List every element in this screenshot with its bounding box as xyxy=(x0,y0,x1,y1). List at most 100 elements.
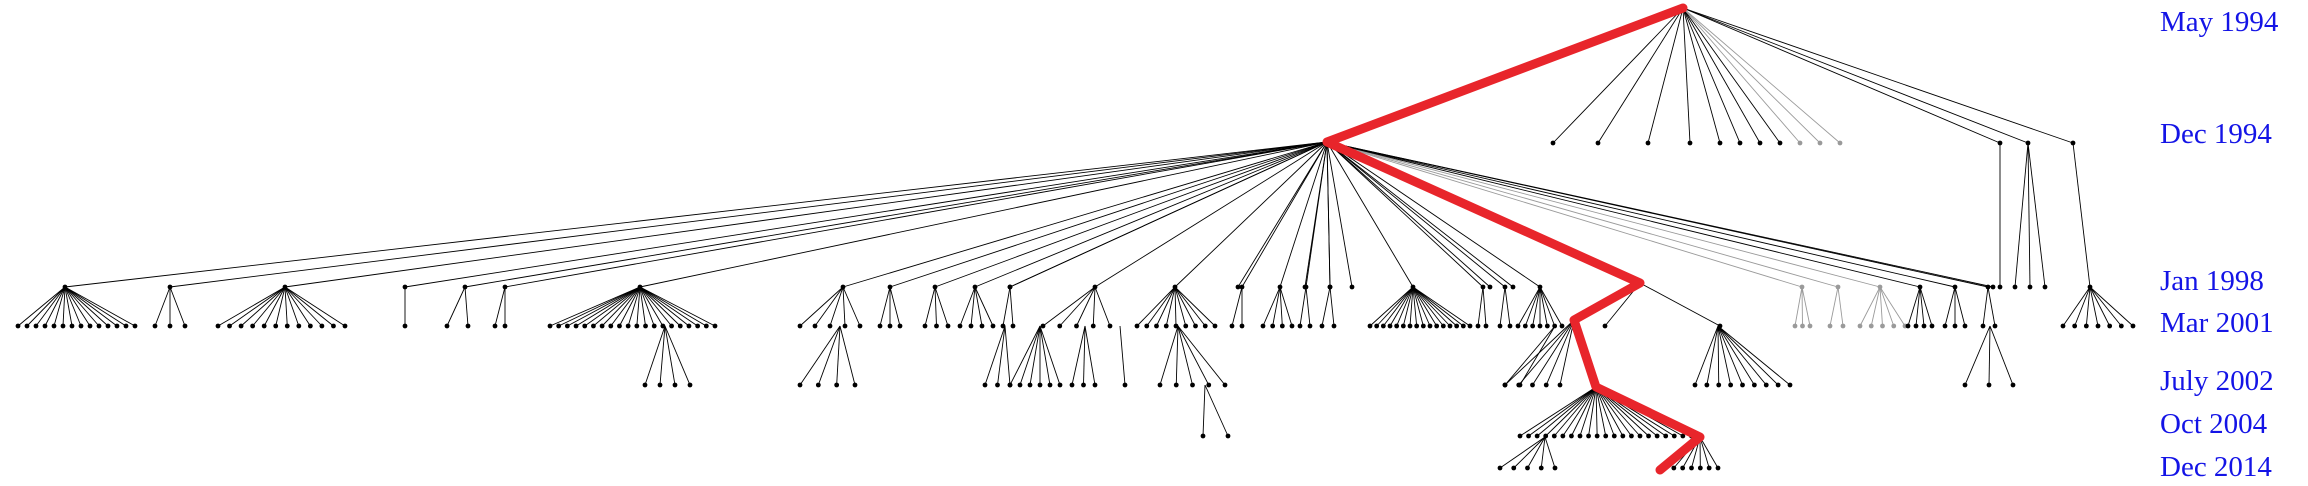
tree-node-174 xyxy=(1800,323,1805,329)
tree-edge-283 xyxy=(1513,436,1546,469)
tree-node-43 xyxy=(167,284,173,290)
tree-edge-188 xyxy=(1919,286,1933,327)
tree-edge-216 xyxy=(1019,325,1041,386)
tree-edge-236 xyxy=(1717,325,1743,386)
tree-edge-162 xyxy=(1504,286,1511,327)
tree-node-247 xyxy=(1602,323,1608,329)
tree-node-255 xyxy=(1526,433,1531,439)
tree-node-80 xyxy=(643,323,648,329)
tree-edge-119 xyxy=(1156,286,1176,327)
tree-node-186 xyxy=(1905,323,1911,329)
tree-edge-237 xyxy=(1717,325,1755,386)
tree-node-209 xyxy=(797,382,803,388)
tree-node-239 xyxy=(1763,382,1769,388)
tree-edge-178 xyxy=(1326,141,1881,288)
tree-edge-118 xyxy=(1146,286,1176,327)
tree-node-37 xyxy=(87,323,93,329)
tree-node-61 xyxy=(402,323,408,329)
tree-node-191 xyxy=(1942,323,1948,329)
tree-edge-198 xyxy=(1304,141,1328,288)
tree-node-58 xyxy=(331,323,336,329)
tree-edge-7 xyxy=(1682,7,1761,144)
tree-node-204 xyxy=(1990,284,1996,290)
tree-edge-245 xyxy=(1204,384,1229,437)
tree-edge-114 xyxy=(1092,286,1096,327)
tree-edge-101 xyxy=(934,286,949,327)
tree-node-94 xyxy=(857,323,863,329)
tree-edge-68 xyxy=(549,286,641,327)
tree-node-279 xyxy=(1689,465,1694,471)
tree-node-124 xyxy=(1193,323,1198,329)
tree-node-272 xyxy=(1671,433,1677,439)
tree-node-287 xyxy=(1552,465,1558,471)
tree-node-249 xyxy=(1502,382,1508,388)
tree-node-153 xyxy=(1440,323,1446,329)
tree-node-238 xyxy=(1751,382,1757,388)
tree-node-21 xyxy=(2060,323,2066,329)
tree-node-172 xyxy=(1799,284,1805,290)
tree-edge-190 xyxy=(1944,286,1956,327)
tree-edge-253 xyxy=(1519,386,1597,437)
tree-edge-79 xyxy=(639,286,646,327)
tree-edge-16 xyxy=(2014,142,2029,288)
tree-node-19 xyxy=(2042,284,2048,290)
tree-node-199 xyxy=(1302,284,1308,290)
tree-node-33 xyxy=(51,323,57,329)
tree-edge-173 xyxy=(1801,286,1803,327)
tree-node-12 xyxy=(1837,140,1843,146)
tree-edge-72 xyxy=(584,286,641,327)
tree-edge-98 xyxy=(934,141,1328,288)
tree-edge-238 xyxy=(1717,325,1767,386)
tree-edge-184 xyxy=(1326,141,1921,288)
tree-edge-20 xyxy=(2062,286,2091,327)
tree-node-103 xyxy=(972,284,978,290)
tree-edge-89 xyxy=(799,286,844,327)
tree-edge-201 xyxy=(1326,141,1491,288)
tree-node-133 xyxy=(1279,323,1285,329)
tree-node-254 xyxy=(1517,433,1523,439)
tree-edge-260 xyxy=(1579,386,1597,437)
tree-node-260 xyxy=(1569,433,1574,439)
tree-node-142 xyxy=(1367,323,1373,329)
tree-node-64 xyxy=(465,323,471,329)
tree-node-105 xyxy=(968,323,974,329)
tree-node-268 xyxy=(1637,433,1643,439)
tree-node-203 xyxy=(1510,284,1516,290)
tree-edge-22 xyxy=(2085,286,2091,327)
tree-edge-25 xyxy=(2089,286,2122,327)
tree-node-210 xyxy=(815,382,821,388)
tree-node-188 xyxy=(1921,323,1927,329)
tree-edge-225 xyxy=(1159,325,1179,386)
tree-edge-154 xyxy=(1412,286,1457,327)
tree-edge-147 xyxy=(1409,286,1414,327)
tree-node-29 xyxy=(15,323,21,329)
tree-edge-26 xyxy=(2089,286,2134,327)
tree-node-70 xyxy=(556,323,562,329)
tree-edge-87 xyxy=(639,286,716,327)
tree-edge-200 xyxy=(1326,141,1353,288)
tree-edge-249 xyxy=(1518,319,1575,386)
tree-node-169 xyxy=(1544,323,1550,329)
tree-edge-109 xyxy=(1009,286,1014,327)
tree-edge-232 xyxy=(1694,325,1719,386)
tree-edge-233 xyxy=(1706,325,1719,386)
tree-node-121 xyxy=(1163,323,1169,329)
tree-node-91 xyxy=(812,323,818,329)
tree-node-50 xyxy=(238,323,244,329)
tree-edge-17 xyxy=(2027,142,2031,288)
tree-node-63 xyxy=(444,323,450,329)
tree-node-25 xyxy=(2107,323,2113,329)
tree-edge-126 xyxy=(1241,141,1328,288)
tree-node-93 xyxy=(842,323,848,329)
tree-edge-241 xyxy=(1964,325,1991,386)
tree-edge-213 xyxy=(997,325,1006,386)
tree-node-73 xyxy=(582,323,588,329)
tree-node-22 xyxy=(2072,323,2078,329)
tree-node-281 xyxy=(1706,465,1712,471)
tree-node-216 xyxy=(1007,382,1013,388)
tree-edge-185 xyxy=(1907,286,1921,327)
tree-node-97 xyxy=(887,323,893,329)
tree-node-130 xyxy=(1277,284,1283,290)
tree-edge-217 xyxy=(1029,325,1041,386)
tree-edge-151 xyxy=(1412,286,1438,327)
